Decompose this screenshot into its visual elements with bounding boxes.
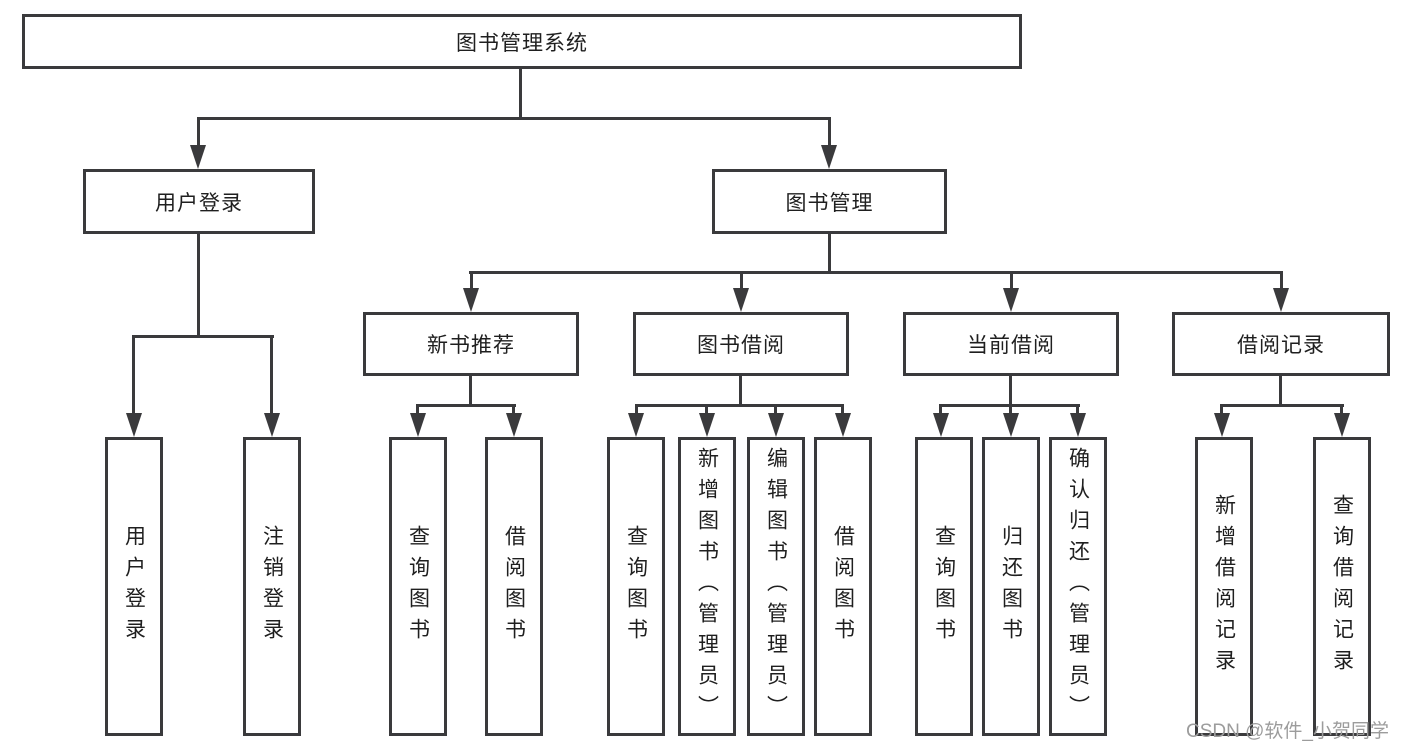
leaf-add-borrow-record-label: 新增借阅记录 (1212, 493, 1236, 680)
connector-line (739, 376, 742, 407)
connector-arrowhead (699, 413, 715, 437)
leaf-user-login-label: 用户登录 (122, 524, 146, 649)
connector-arrowhead (768, 413, 784, 437)
connector-line (828, 117, 831, 152)
node-root: 图书管理系统 (22, 14, 1022, 69)
connector-arrowhead (628, 413, 644, 437)
leaf-edit-books-admin-label: 编辑图书（管理员） (764, 447, 788, 726)
leaf-query-books-current: 查询图书 (915, 437, 973, 736)
connector-line (774, 404, 777, 420)
node-book-management-label: 图书管理 (785, 191, 874, 215)
connector-arrowhead (1273, 288, 1289, 312)
connector-line (512, 404, 515, 420)
connector-line (1280, 271, 1283, 297)
connector-arrowhead (1334, 413, 1350, 437)
connector-line (519, 69, 522, 119)
csdn-watermark: CSDN @软件_小贺同学 (1186, 721, 1389, 742)
connector-line (635, 404, 844, 407)
leaf-edit-books-admin: 编辑图书（管理员） (747, 437, 805, 736)
leaf-return-books: 归还图书 (982, 437, 1040, 736)
connector-arrowhead (1003, 413, 1019, 437)
leaf-query-books-current-label: 查询图书 (932, 524, 956, 649)
connector-line (828, 234, 831, 274)
node-user-login-label: 用户登录 (155, 191, 243, 215)
node-book-borrow-label: 图书借阅 (697, 334, 785, 357)
connector-arrowhead (1003, 288, 1019, 312)
leaf-logout: 注销登录 (243, 437, 301, 736)
connector-line (939, 404, 942, 420)
connector-arrowhead (264, 413, 280, 437)
connector-arrowhead (1214, 413, 1230, 437)
leaf-add-books-admin: 新增图书（管理员） (678, 437, 736, 736)
connector-line (469, 376, 472, 407)
connector-arrowhead (821, 145, 837, 169)
connector-line (132, 335, 135, 420)
leaf-borrow-books: 借阅图书 (814, 437, 872, 736)
node-borrow-records: 借阅记录 (1172, 312, 1390, 376)
leaf-borrow-books-recommend-label: 借阅图书 (502, 524, 526, 649)
connector-arrowhead (190, 145, 206, 169)
connector-line (1009, 376, 1012, 407)
connector-line (1220, 404, 1344, 407)
leaf-borrow-books-label: 借阅图书 (831, 524, 855, 649)
connector-line (1076, 404, 1079, 420)
connector-line (1279, 376, 1282, 407)
leaf-return-books-label: 归还图书 (999, 524, 1023, 649)
connector-line (416, 404, 419, 420)
node-new-book-recommend: 新书推荐 (363, 312, 579, 376)
leaf-query-borrow-record: 查询借阅记录 (1313, 437, 1371, 736)
node-user-login: 用户登录 (83, 169, 315, 234)
node-root-label: 图书管理系统 (456, 31, 588, 55)
node-book-borrow: 图书借阅 (633, 312, 849, 376)
leaf-query-borrow-record-label: 查询借阅记录 (1330, 493, 1354, 680)
leaf-query-books-borrow-label: 查询图书 (624, 524, 648, 649)
leaf-query-books-borrow: 查询图书 (607, 437, 665, 736)
connector-line (416, 404, 516, 407)
leaf-confirm-return-admin-label: 确认归还（管理员） (1066, 447, 1090, 726)
leaf-query-books-recommend: 查询图书 (389, 437, 447, 736)
connector-arrowhead (506, 413, 522, 437)
connector-line (841, 404, 844, 420)
connector-arrowhead (933, 413, 949, 437)
connector-line (469, 271, 1283, 274)
connector-line (1220, 404, 1223, 420)
node-borrow-records-label: 借阅记录 (1237, 334, 1325, 357)
connector-line (197, 234, 200, 338)
connector-line (470, 271, 473, 297)
node-current-borrow: 当前借阅 (903, 312, 1119, 376)
leaf-query-books-recommend-label: 查询图书 (406, 524, 430, 649)
connector-arrowhead (835, 413, 851, 437)
connector-arrowhead (463, 288, 479, 312)
connector-arrowhead (410, 413, 426, 437)
leaf-logout-label: 注销登录 (260, 524, 284, 649)
connector-line (1009, 404, 1012, 420)
leaf-user-login: 用户登录 (105, 437, 163, 736)
connector-line (1340, 404, 1343, 420)
leaf-confirm-return-admin: 确认归还（管理员） (1049, 437, 1107, 736)
connector-line (705, 404, 708, 420)
node-current-borrow-label: 当前借阅 (967, 334, 1055, 357)
connector-line (635, 404, 638, 420)
connector-line (132, 335, 274, 338)
leaf-add-books-admin-label: 新增图书（管理员） (695, 447, 719, 726)
connector-line (740, 271, 743, 297)
node-new-book-recommend-label: 新书推荐 (427, 334, 515, 357)
connector-line (197, 117, 831, 120)
connector-line (1010, 271, 1013, 297)
connector-arrowhead (1070, 413, 1086, 437)
connector-line (270, 335, 273, 420)
connector-line (197, 117, 200, 152)
node-book-management: 图书管理 (712, 169, 947, 234)
leaf-borrow-books-recommend: 借阅图书 (485, 437, 543, 736)
connector-arrowhead (126, 413, 142, 437)
connector-arrowhead (733, 288, 749, 312)
leaf-add-borrow-record: 新增借阅记录 (1195, 437, 1253, 736)
